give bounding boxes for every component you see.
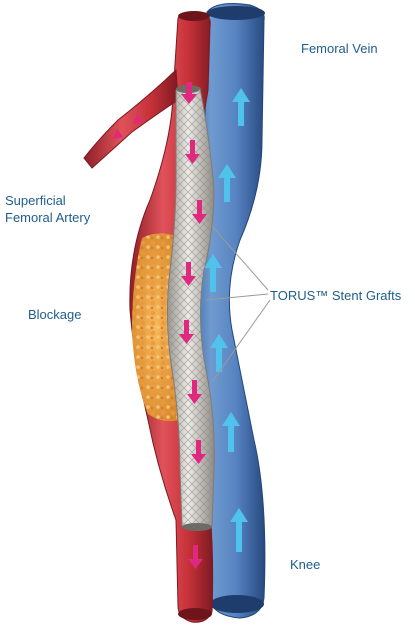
cyan-up-arrow-icon xyxy=(222,412,240,452)
artery-top-opening xyxy=(178,11,210,21)
magenta-down-arrow-icon xyxy=(191,440,206,464)
leader-line xyxy=(211,299,271,383)
leader-line xyxy=(211,225,269,291)
artery-side-branch xyxy=(83,68,179,169)
artery-bottom-opening xyxy=(178,608,212,620)
cyan-up-arrow-icon xyxy=(218,164,236,202)
magenta-down-arrow-icon xyxy=(187,380,202,404)
stent-leader-lines xyxy=(205,225,271,383)
magenta-down-arrow-icon xyxy=(179,320,194,344)
femoral-vein-label: Femoral Vein xyxy=(301,41,378,56)
stent-mesh xyxy=(167,86,215,530)
cyan-up-arrow-icon xyxy=(232,88,250,126)
vein-bottom-opening xyxy=(210,595,264,613)
blockage-label: Blockage xyxy=(28,307,82,322)
artery-flow-arrows xyxy=(113,82,207,569)
magenta-down-arrow-icon xyxy=(181,262,196,286)
sfa-label-line-2: Femoral Artery xyxy=(5,210,91,225)
vein-flow-arrows xyxy=(204,88,250,552)
magenta-down-arrow-icon xyxy=(192,200,207,224)
cyan-up-arrow-icon xyxy=(210,334,228,372)
superficial-femoral-artery-label: Superficial Femoral Artery xyxy=(5,192,90,226)
stent-grafts-label: TORUS™ Stent Grafts xyxy=(270,288,402,303)
vein-top-opening xyxy=(207,6,265,20)
stent-bottom-end xyxy=(182,523,212,531)
magenta-down-arrow-icon xyxy=(188,545,203,569)
sfa-label-line-1: Superficial xyxy=(5,193,66,208)
cyan-up-arrow-icon xyxy=(230,508,248,552)
magenta-down-arrow-icon xyxy=(181,82,197,104)
magenta-down-arrow-icon xyxy=(185,140,200,164)
magenta-branch-arrow-icon xyxy=(133,104,160,124)
blockage-texture xyxy=(132,233,180,422)
leader-line xyxy=(205,293,269,301)
cyan-up-arrow-icon xyxy=(204,254,222,292)
knee-label: Knee xyxy=(290,557,321,572)
magenta-branch-arrow-icon xyxy=(113,120,138,139)
